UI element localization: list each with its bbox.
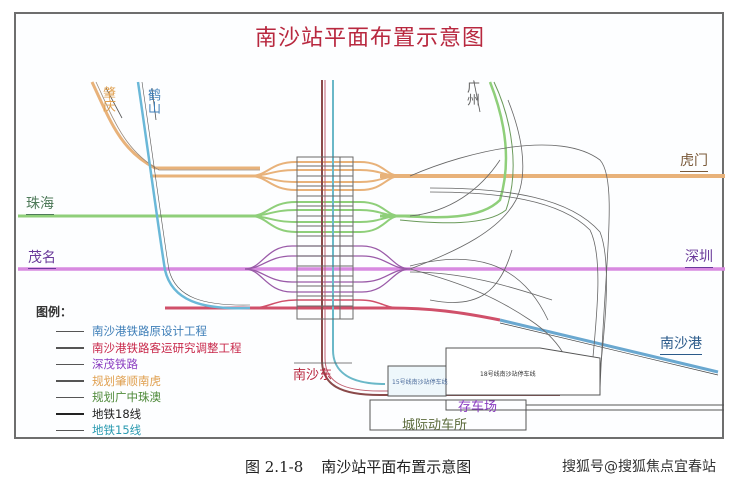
purple-fan-2 [244,255,411,270]
legend-label: 地铁18线 [92,406,142,421]
legend-label: 规划广中珠澳 [92,390,161,405]
emu-depot-box [369,399,527,431]
legend-item: 深茂铁路 [36,356,242,373]
orange-fan-left-2 [249,169,401,177]
label-nansha-east: 南沙东 [293,368,333,383]
diagram-title: 南沙站平面布置示意图 [254,26,485,51]
legend-swatch [56,330,84,332]
label-humen: 虎门 [680,150,708,172]
nanshagang-original-line [136,81,251,310]
storage-yard-label: 存车场 [458,400,498,415]
green-fan-3 [249,215,401,223]
diagram-frame [14,12,724,439]
legend-swatch [56,380,84,382]
zhaoqing-branch-track [90,81,260,170]
label-zhuhai: 珠海 [26,193,54,215]
red-mainline [165,306,501,322]
label-shenzhen: 深圳 [685,246,713,268]
zhaoshun-nanhu-line [90,81,725,191]
label-guangzhou: 广州 [464,80,479,106]
legend-label: 规划肇顺南虎 [92,373,161,388]
legend-item: 规划广中珠澳 [36,389,242,406]
legend-swatch [56,412,84,415]
metro-18-line [321,80,560,396]
figure-caption: 图 2.1-8 南沙站平面布置示意图 [245,456,471,477]
label-nanshagang: 南沙港 [660,333,702,355]
station-platforms [296,156,354,320]
watermark: 搜狐号@搜狐焦点宜春站 [562,459,716,475]
orange-fan-left-1 [249,161,401,177]
guangzhong-zhuao-line [18,81,514,233]
direction-markers [105,81,481,364]
metro-15-line [332,80,386,385]
legend-swatch [56,347,84,349]
label-zhaoqing: 肇庆 [100,86,115,112]
legend-item: 南沙港铁路客运研究调整工程 [36,340,242,357]
blue-nanshagang-line [499,318,719,374]
orange-fan-left-3 [249,175,401,183]
legend-swatch [56,363,84,365]
label-maoming: 茂名 [28,247,56,269]
heshan-branch-edge [141,81,251,306]
purple-fan-3 [244,268,411,283]
guangzhou-branch [399,81,508,219]
legend-item: 南沙港铁路原设计工程 [36,323,242,340]
red-fan [249,299,401,309]
emu-depot-label: 城际动车所 [402,418,468,433]
legend-swatch [56,396,84,398]
blue-nanshagang-line-edge [499,322,719,376]
nanshagang-adjusted-line [165,299,719,376]
shenmao-railway [18,245,725,293]
legend-label: 南沙港铁路客运研究调整工程 [92,340,242,355]
connecting-tracks [409,99,610,391]
zhaoqing-branch-track-inner [95,81,260,171]
metro-15-stabling-label: 15号线南沙站停车线 [392,379,448,386]
legend-item: 地铁18线 [36,406,242,423]
legend-swatch [56,429,84,431]
depot-buildings [369,347,724,431]
metro-18-line-b [324,80,440,392]
legend-item: 规划肇顺南虎 [36,373,242,390]
green-fan-4 [249,215,401,233]
legend-label: 南沙港铁路原设计工程 [92,324,207,339]
metro-lines [321,80,560,396]
legend-item: 地铁15线 [36,422,242,439]
legend-label: 地铁15线 [92,423,142,438]
legend-title: 图例： [36,305,73,319]
purple-fan-4 [244,268,411,293]
figure-caption-text: 南沙站平面布置示意图 [321,458,472,476]
orange-fan-left-4 [249,175,401,191]
legend: 图例： 南沙港铁路原设计工程 南沙港铁路客运研究调整工程 深茂铁路 规划肇顺南虎… [36,303,242,439]
heshan-branch [136,81,251,310]
metro-18-stabling-label: 18号线南沙站停车线 [480,371,536,378]
legend-label: 深茂铁路 [92,357,138,372]
green-fan-2 [249,209,401,217]
label-heshan: 鹤山 [145,88,160,114]
green-fan-1 [249,201,401,217]
guangzhou-branch-2 [399,81,514,224]
metro-18-stabling-box [445,347,601,396]
figure-number: 图 2.1-8 [245,458,304,476]
